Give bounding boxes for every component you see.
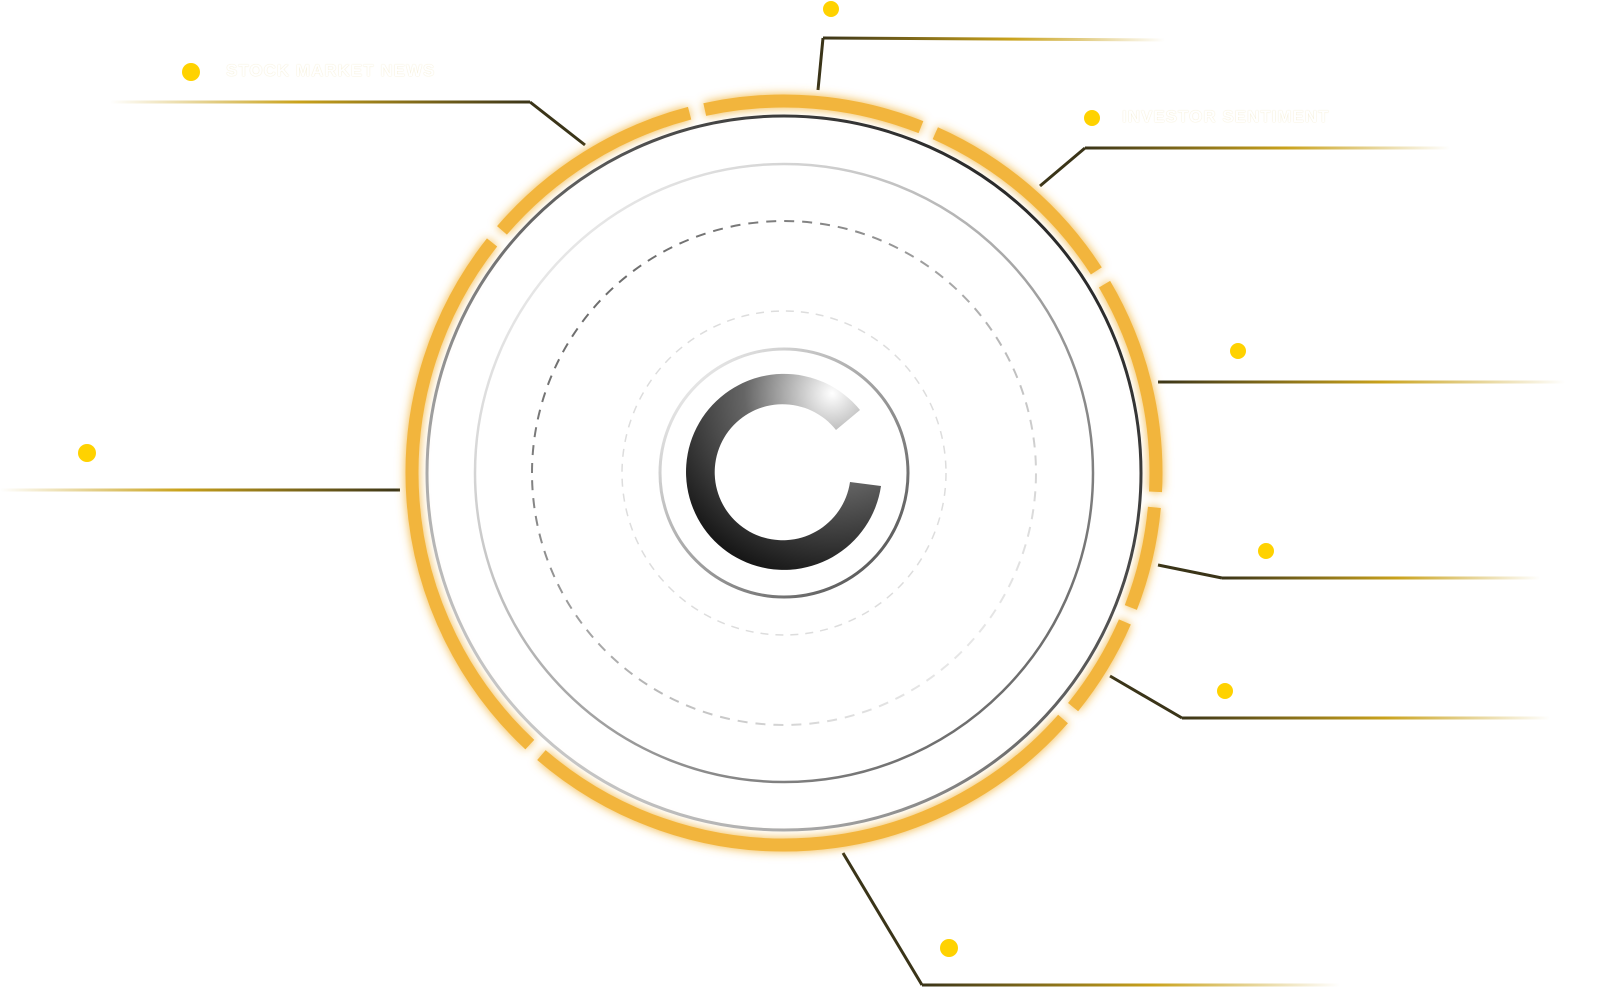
ring-segment [405, 238, 535, 750]
connector-line [841, 852, 924, 986]
ring-segment [497, 106, 692, 235]
black-ring [425, 114, 1143, 832]
label-dot [1258, 543, 1274, 559]
inner-dashed-ring [621, 310, 947, 636]
logo-ring [658, 347, 910, 599]
connector-line [1109, 674, 1183, 720]
label-dot [1217, 683, 1233, 699]
dashed-ring [531, 220, 1037, 726]
connector-lines [0, 36, 1566, 987]
gray-ring [473, 162, 1095, 784]
label-text: STOCK MARKET NEWS [226, 61, 436, 80]
connector-line [529, 100, 586, 147]
ring-segment [1098, 280, 1163, 493]
label-dots [78, 1, 1274, 957]
label-dot [1084, 110, 1100, 126]
connector-line [1039, 146, 1086, 188]
ring-segment [537, 714, 1068, 852]
label-dot [823, 1, 839, 17]
label-dot [182, 63, 200, 81]
connector-line [1157, 563, 1223, 580]
label-dot [1230, 343, 1246, 359]
c-logo-icon [686, 373, 881, 570]
ring-segment [1068, 619, 1131, 712]
label-dot [78, 444, 96, 462]
ring-segment [1124, 506, 1161, 610]
ring-segment [703, 94, 924, 134]
ring-segment [932, 127, 1102, 275]
connector-line [822, 36, 1166, 42]
label-dot [940, 939, 958, 957]
outer-yellow-ring [405, 94, 1163, 852]
connector-line [816, 37, 825, 91]
label-text: INVESTOR SENTIMENT [1122, 107, 1330, 126]
